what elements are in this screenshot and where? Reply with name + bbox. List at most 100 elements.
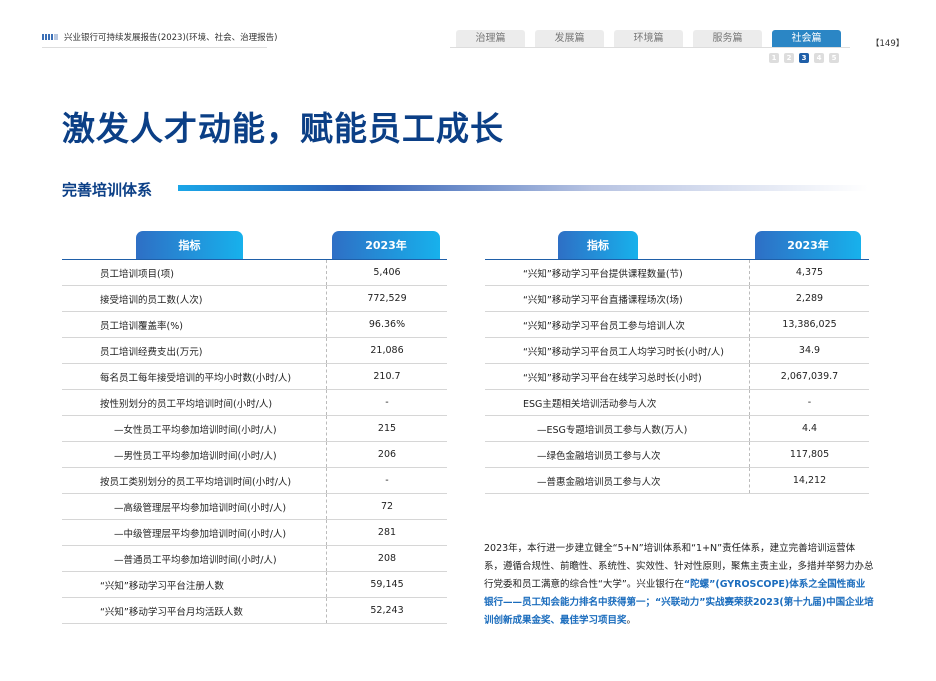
chapter-tabs: 治理篇发展篇环境篇服务篇社会篇 <box>456 30 841 47</box>
page-title: 激发人才动能，赋能员工成长 <box>62 109 504 148</box>
table-row: 员工培训项目(项)5,406 <box>62 260 447 286</box>
row-value: 14,212 <box>792 475 827 486</box>
pager-item[interactable]: 4 <box>814 53 824 63</box>
table-row: —中级管理层平均参加培训时间(小时/人) 281 <box>62 520 447 546</box>
row-label: —高级管理层平均参加培训时间(小时/人) <box>62 494 327 519</box>
row-value: 281 <box>377 527 397 538</box>
page-number: 【149】 <box>871 39 905 49</box>
pager-item[interactable]: 5 <box>829 53 839 63</box>
row-label: 按员工类别划分的员工平均培训时间(小时/人) <box>62 468 327 493</box>
row-label: —男性员工平均参加培训时间(小时/人) <box>62 442 327 467</box>
row-value: 772,529 <box>367 293 407 304</box>
header-line <box>485 259 869 260</box>
row-value: 2,067,039.7 <box>780 371 839 382</box>
summary-paragraph: 2023年，本行进一步建立健全“5+N”培训体系和“1+N”责任体系，建立完善培… <box>484 540 874 630</box>
table-row: —高级管理层平均参加培训时间(小时/人) 72 <box>62 494 447 520</box>
table-row: —普惠金融培训员工参与人次 14,212 <box>485 468 869 494</box>
row-label: “兴知”移动学习平台直播课程场次(场) <box>485 286 750 311</box>
tab-3[interactable]: 服务篇 <box>693 30 762 47</box>
row-value: 206 <box>377 449 397 460</box>
logo-bars-icon <box>42 34 58 40</box>
row-value: 215 <box>377 423 397 434</box>
row-value: 210.7 <box>373 371 401 382</box>
tab-0[interactable]: 治理篇 <box>456 30 525 47</box>
table-row: 按性别划分的员工平均培训时间(小时/人) - <box>62 390 447 416</box>
report-title: 兴业银行可持续发展报告(2023)(环境、社会、治理报告) <box>64 33 278 43</box>
header-year: 2023年 <box>755 231 861 260</box>
paragraph-text: 2023年，本行进一步建立健全“5+N”培训体系和“1+N”责任体系，建立完善培… <box>484 543 874 590</box>
table-header: 指标 2023年 <box>62 231 447 260</box>
table-row: 接受培训的员工数(人次) 772,529 <box>62 286 447 312</box>
row-value: - <box>807 397 812 408</box>
table-row: 员工培训覆盖率(%)96.36% <box>62 312 447 338</box>
table-row: “兴知”移动学习平台员工人均学习时长(小时/人) 34.9 <box>485 338 869 364</box>
paragraph-end: 。 <box>626 615 637 626</box>
divider <box>450 47 850 48</box>
header-year: 2023年 <box>332 231 440 260</box>
row-label: —普惠金融培训员工参与人次 <box>485 468 750 493</box>
row-value: 4.4 <box>801 423 818 434</box>
row-label: 每名员工每年接受培训的平均小时数(小时/人) <box>62 364 327 389</box>
row-label: “兴知”移动学习平台员工参与培训人次 <box>485 312 750 337</box>
table-row: —女性员工平均参加培训时间(小时/人) 215 <box>62 416 447 442</box>
tab-1[interactable]: 发展篇 <box>535 30 604 47</box>
section-bar <box>178 185 868 191</box>
row-value: 4,375 <box>795 267 824 278</box>
tab-2[interactable]: 环境篇 <box>614 30 683 47</box>
table-row: —普通员工平均参加培训时间(小时/人) 208 <box>62 546 447 572</box>
row-label: —ESG专题培训员工参与人数(万人) <box>485 416 750 441</box>
section-title: 完善培训体系 <box>62 181 153 199</box>
table-row: —男性员工平均参加培训时间(小时/人) 206 <box>62 442 447 468</box>
table-row: 员工培训经费支出(万元) 21,086 <box>62 338 447 364</box>
row-value: 21,086 <box>370 345 404 356</box>
table-row: —ESG专题培训员工参与人数(万人) 4.4 <box>485 416 869 442</box>
row-value: 72 <box>380 501 394 512</box>
row-label: 按性别划分的员工平均培训时间(小时/人) <box>62 390 327 415</box>
pager-item[interactable]: 1 <box>769 53 779 63</box>
row-value: 34.9 <box>798 345 821 356</box>
header-indicator: 指标 <box>136 231 243 260</box>
row-label: —普通员工平均参加培训时间(小时/人) <box>62 546 327 571</box>
row-label: “兴知”移动学习平台在线学习总时长(小时) <box>485 364 750 389</box>
row-value: 59,145 <box>370 579 404 590</box>
row-label: “兴知”移动学习平台注册人数 <box>62 572 327 597</box>
row-label: —绿色金融培训员工参与人次 <box>485 442 750 467</box>
table-row: “兴知”移动学习平台在线学习总时长(小时) 2,067,039.7 <box>485 364 869 390</box>
row-value: 13,386,025 <box>782 319 837 330</box>
table-row: —绿色金融培训员工参与人次 117,805 <box>485 442 869 468</box>
row-label: ESG主题相关培训活动参与人次 <box>485 390 750 415</box>
header-line <box>62 259 447 260</box>
header-indicator: 指标 <box>558 231 638 260</box>
table-row: “兴知”移动学习平台注册人数 59,145 <box>62 572 447 598</box>
report-header: 兴业银行可持续发展报告(2023)(环境、社会、治理报告) <box>42 31 277 43</box>
pager-item[interactable]: 2 <box>784 53 794 63</box>
row-label: 员工培训覆盖率(%) <box>62 312 327 337</box>
row-label: —中级管理层平均参加培训时间(小时/人) <box>62 520 327 545</box>
row-value: 5,406 <box>373 267 401 278</box>
table-header: 指标 2023年 <box>485 231 869 260</box>
row-value: 208 <box>377 553 397 564</box>
pager-item[interactable]: 3 <box>799 53 809 63</box>
table-row: 每名员工每年接受培训的平均小时数(小时/人) 210.7 <box>62 364 447 390</box>
tab-4[interactable]: 社会篇 <box>772 30 841 47</box>
row-label: “兴知”移动学习平台员工人均学习时长(小时/人) <box>485 338 750 363</box>
row-label: —女性员工平均参加培训时间(小时/人) <box>62 416 327 441</box>
row-value: - <box>385 475 389 486</box>
table-row: “兴知”移动学习平台直播课程场次(场) 2,289 <box>485 286 869 312</box>
divider <box>42 47 267 48</box>
row-value: 52,243 <box>370 605 404 616</box>
row-label: 接受培训的员工数(人次) <box>62 286 327 311</box>
table-row: “兴知”移动学习平台员工参与培训人次 13,386,025 <box>485 312 869 338</box>
row-label: 员工培训经费支出(万元) <box>62 338 327 363</box>
row-value: 117,805 <box>789 449 830 460</box>
row-value: - <box>385 397 389 408</box>
row-label: “兴知”移动学习平台提供课程数量(节) <box>485 260 750 285</box>
table-row: ESG主题相关培训活动参与人次 - <box>485 390 869 416</box>
table-row: “兴知”移动学习平台提供课程数量(节) 4,375 <box>485 260 869 286</box>
table-row: 按员工类别划分的员工平均培训时间(小时/人) - <box>62 468 447 494</box>
row-value: 2,289 <box>795 293 824 304</box>
